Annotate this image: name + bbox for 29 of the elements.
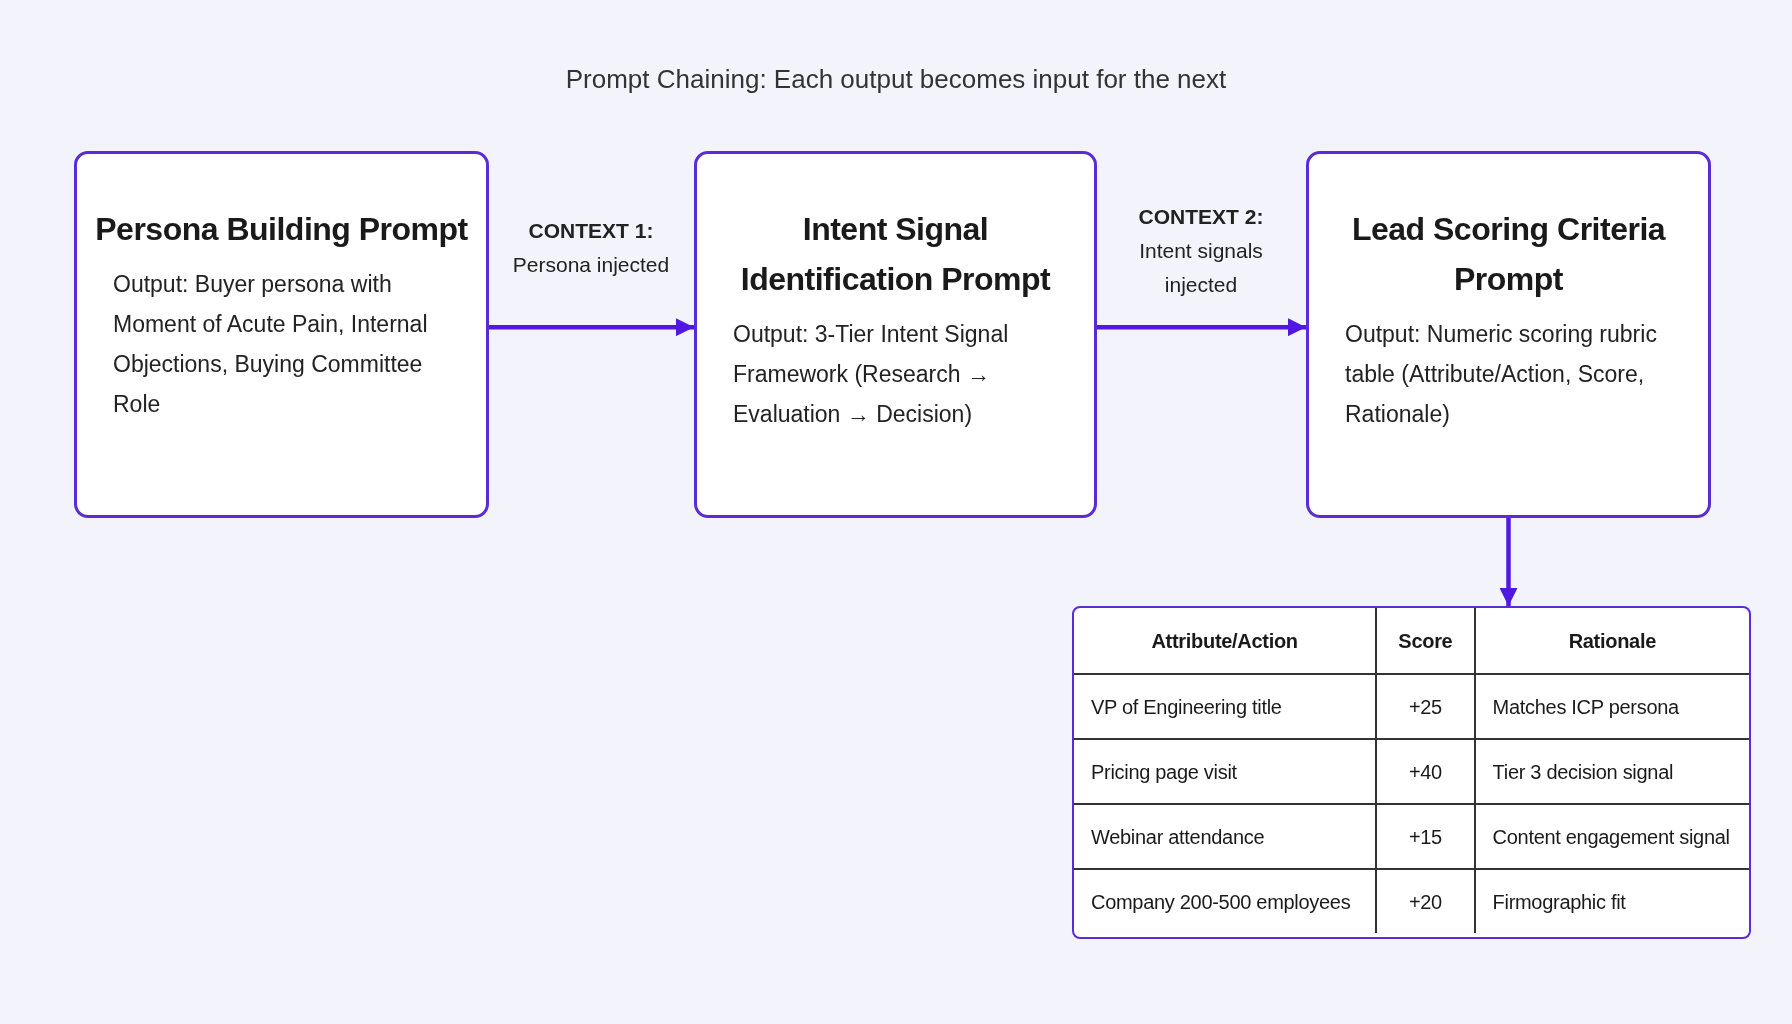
table-cell: +40 bbox=[1375, 740, 1474, 803]
table-cell-text: Webinar attendance bbox=[1090, 824, 1266, 850]
scoring-table bbox=[1072, 606, 1751, 939]
box-heading: Intent Signal Identification Prompt bbox=[739, 210, 1052, 299]
header-cell: Score bbox=[1375, 608, 1474, 673]
box-text: Output: 3-Tier Intent Signal Framework (Research → Evaluation → Decision) bbox=[733, 320, 1010, 429]
table-cell: Firmographic fit bbox=[1473, 870, 1749, 933]
table-cell: Tier 3 decision signal bbox=[1473, 740, 1749, 803]
arrow bbox=[1097, 318, 1306, 337]
box-heading: Persona Building Prompt bbox=[94, 210, 469, 249]
table-cell-text: Pricing page visit bbox=[1090, 759, 1238, 785]
table-cell-text: VP of Engineering title bbox=[1090, 694, 1283, 720]
table-cell: +20 bbox=[1375, 870, 1474, 933]
arrow bbox=[1499, 518, 1518, 606]
header-cell-text: Attribute/Action bbox=[1150, 628, 1299, 654]
table-cell: Matches ICP persona bbox=[1473, 675, 1749, 738]
box-text: Output: Buyer persona with Moment of Acute Pain, Internal Objections, Buying Committee Role bbox=[113, 270, 429, 419]
table-cell: +25 bbox=[1375, 675, 1474, 738]
box-heading: Lead Scoring Criteria Prompt bbox=[1350, 210, 1667, 299]
table-cell-text: Company 200-500 employees bbox=[1090, 889, 1352, 915]
box-text: Output: Numeric scoring rubric table (Attribute/Action, Score, Rationale) bbox=[1345, 320, 1658, 429]
table-cell: Content engagement signal bbox=[1473, 805, 1749, 868]
table-cell: +15 bbox=[1375, 805, 1474, 868]
process-box bbox=[1306, 151, 1711, 518]
diagram-title: Prompt Chaining: Each output becomes input for the next bbox=[565, 63, 1227, 96]
arrow bbox=[489, 318, 694, 337]
process-box bbox=[74, 151, 489, 518]
process-box bbox=[694, 151, 1097, 518]
header-cell: Rationale bbox=[1473, 608, 1749, 673]
